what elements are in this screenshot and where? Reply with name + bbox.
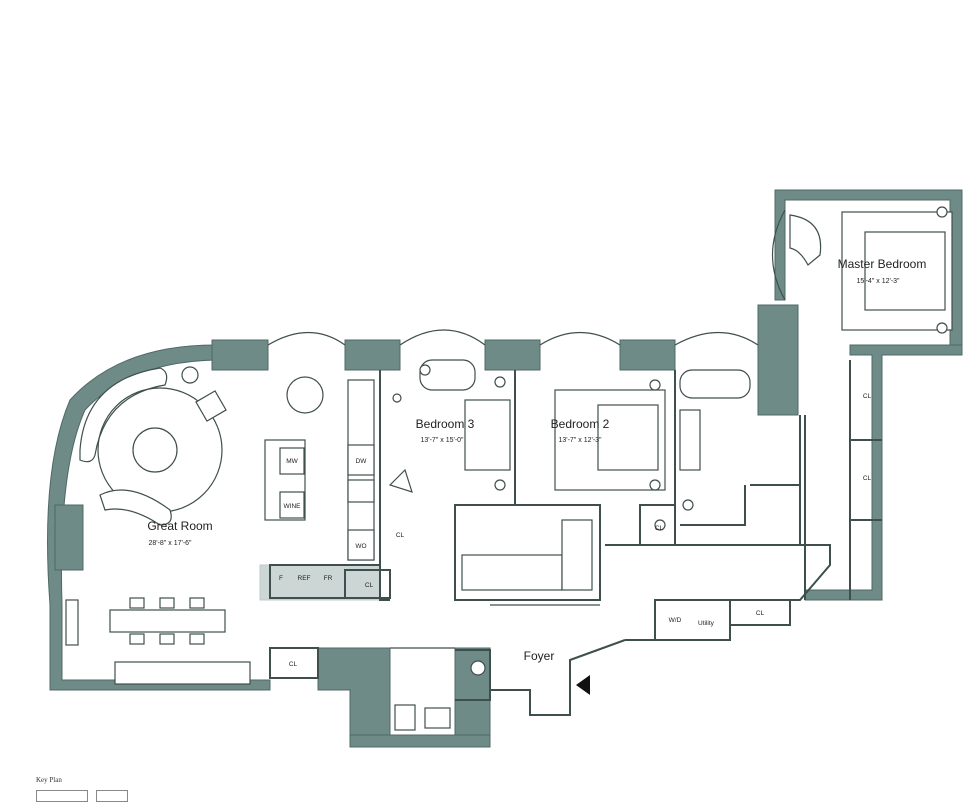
mw-label: MW	[286, 458, 298, 465]
closet-label: CL	[863, 393, 872, 400]
key-plan-box	[96, 790, 128, 802]
labels: Great Room 28'-8" x 17'-6" Bedroom 3 13'…	[147, 257, 926, 668]
interior-walls	[269, 360, 882, 716]
bay-windows	[267, 209, 786, 346]
foyer-label: Foyer	[524, 649, 555, 663]
key-plan-label: Key Plan	[36, 776, 62, 784]
ref-label: REF	[298, 575, 311, 582]
key-plan-box	[36, 790, 88, 802]
master-bedroom-label: Master Bedroom	[838, 257, 927, 271]
closet-label: CL	[655, 525, 664, 532]
furniture	[65, 206, 953, 731]
bedroom2-dims: 13'-7" x 12'-3"	[558, 437, 602, 444]
wine-label: WINE	[284, 503, 302, 510]
closet-label: CL	[396, 532, 405, 539]
fr-label: FR	[324, 575, 333, 582]
dw-label: DW	[356, 458, 368, 465]
closet-label: CL	[863, 475, 872, 482]
closet-label: CL	[289, 661, 298, 668]
bedroom3-label: Bedroom 3	[416, 417, 475, 431]
wd-label: W/D	[669, 617, 682, 624]
bedroom2-label: Bedroom 2	[551, 417, 610, 431]
bedroom3-dims: 13'-7" x 15'-0"	[420, 437, 464, 444]
closet-label: CL	[756, 610, 765, 617]
wo-label: WO	[355, 543, 366, 550]
closet-label: CL	[365, 582, 374, 589]
f-label: F	[279, 575, 283, 582]
great-room-label: Great Room	[147, 519, 212, 533]
great-room-dims: 28'-8" x 17'-6"	[148, 540, 192, 547]
master-bedroom-dims: 15'-4" x 12'-3"	[856, 278, 900, 285]
utility-label: Utility	[698, 620, 715, 627]
